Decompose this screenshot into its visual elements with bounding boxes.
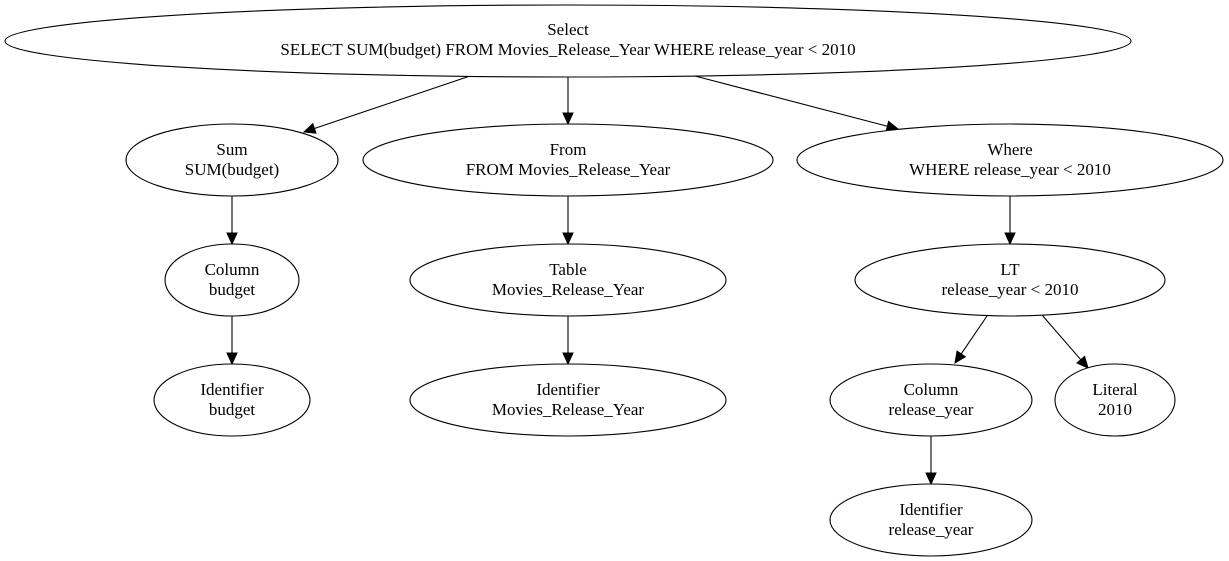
node-select: Select SELECT SUM(budget) FROM Movies_Re… [4,4,1132,78]
node-column-budget-ellipse [164,243,300,317]
node-sum-ellipse [125,123,339,197]
node-lt-text: release_year < 2010 [941,280,1078,299]
node-table: Table Movies_Release_Year [409,243,727,317]
node-from-ellipse [362,123,774,197]
arrowhead-lt-to-column_release [954,350,967,365]
edge-lt-to-literal [1041,314,1082,361]
node-identifier-release: Identifier release_year [829,483,1033,557]
arrowhead-column_release-to-identifier_release [925,472,937,486]
node-select-type: Select [547,20,589,39]
node-table-text: Movies_Release_Year [492,280,645,299]
edge-lt-to-column_release [960,315,988,355]
node-identifier-budget-type: Identifier [200,380,264,399]
node-column-release-type: Column [904,380,959,399]
arrowhead-where-to-lt [1004,232,1016,246]
node-column-release-text: release_year [889,400,974,419]
node-identifier-table-ellipse [409,363,727,437]
edge-select-to-where [694,75,888,127]
node-identifier-table: Identifier Movies_Release_Year [409,363,727,437]
node-literal: Literal 2010 [1054,363,1176,437]
arrowhead-select-to-sum [302,122,317,134]
node-identifier-release-type: Identifier [899,500,963,519]
node-from-text: FROM Movies_Release_Year [466,160,671,179]
arrowhead-sum-to-column_budget [226,232,238,246]
node-identifier-release-text: release_year [889,520,974,539]
node-identifier-budget: Identifier budget [153,363,311,437]
node-identifier-budget-text: budget [209,400,256,419]
node-identifier-table-type: Identifier [536,380,600,399]
node-literal-text: 2010 [1098,400,1132,419]
node-sum-text: SUM(budget) [185,160,279,179]
arrowhead-from-to-table [562,232,574,246]
node-where-ellipse [796,123,1224,197]
node-lt-ellipse [854,243,1166,317]
node-identifier-table-text: Movies_Release_Year [492,400,645,419]
node-lt: LT release_year < 2010 [854,243,1166,317]
node-where-text: WHERE release_year < 2010 [909,160,1111,179]
arrowhead-table-to-identifier_table [562,352,574,366]
node-identifier-budget-ellipse [153,363,311,437]
node-sum-type: Sum [216,140,247,159]
node-where-type: Where [987,140,1032,159]
edge-select-to-sum [314,75,471,130]
node-column-budget-type: Column [205,260,260,279]
node-from: From FROM Movies_Release_Year [362,123,774,197]
arrowhead-column_budget-to-identifier_budget [226,352,238,366]
arrowhead-select-to-from [562,112,574,126]
node-sum: Sum SUM(budget) [125,123,339,197]
node-where: Where WHERE release_year < 2010 [796,123,1224,197]
nodes-layer: Select SELECT SUM(budget) FROM Movies_Re… [4,4,1224,557]
node-column-budget: Column budget [164,243,300,317]
node-identifier-release-ellipse [829,483,1033,557]
node-literal-ellipse [1054,363,1176,437]
node-column-budget-text: budget [209,280,256,299]
node-literal-type: Literal [1092,380,1138,399]
node-lt-type: LT [1000,260,1020,279]
edges-layer [226,75,1089,486]
node-select-text: SELECT SUM(budget) FROM Movies_Release_Y… [280,40,855,59]
node-from-type: From [550,140,587,159]
arrowhead-lt-to-literal [1076,355,1089,369]
node-select-ellipse [4,4,1132,78]
node-table-type: Table [549,260,587,279]
node-column-release: Column release_year [829,363,1033,437]
node-column-release-ellipse [829,363,1033,437]
node-table-ellipse [409,243,727,317]
